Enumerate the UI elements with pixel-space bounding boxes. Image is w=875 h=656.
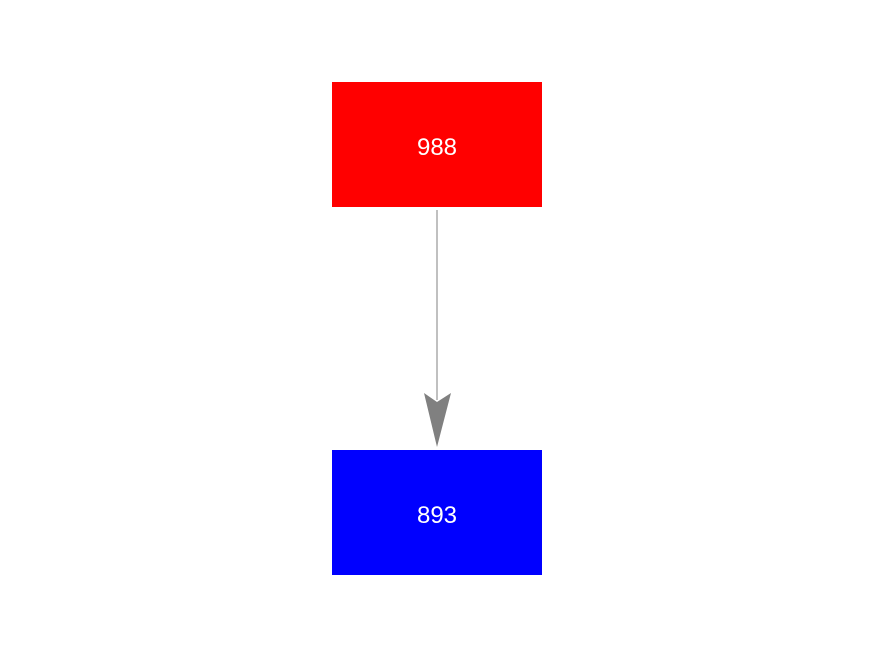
edge-988-to-893 <box>424 210 451 447</box>
node-label: 988 <box>417 134 457 161</box>
node-label: 893 <box>417 502 457 529</box>
node-box <box>332 82 542 207</box>
arrowhead-icon <box>424 393 451 447</box>
node-988[interactable]: 988 <box>332 82 542 207</box>
node-893[interactable]: 893 <box>332 450 542 575</box>
node-box <box>332 450 542 575</box>
